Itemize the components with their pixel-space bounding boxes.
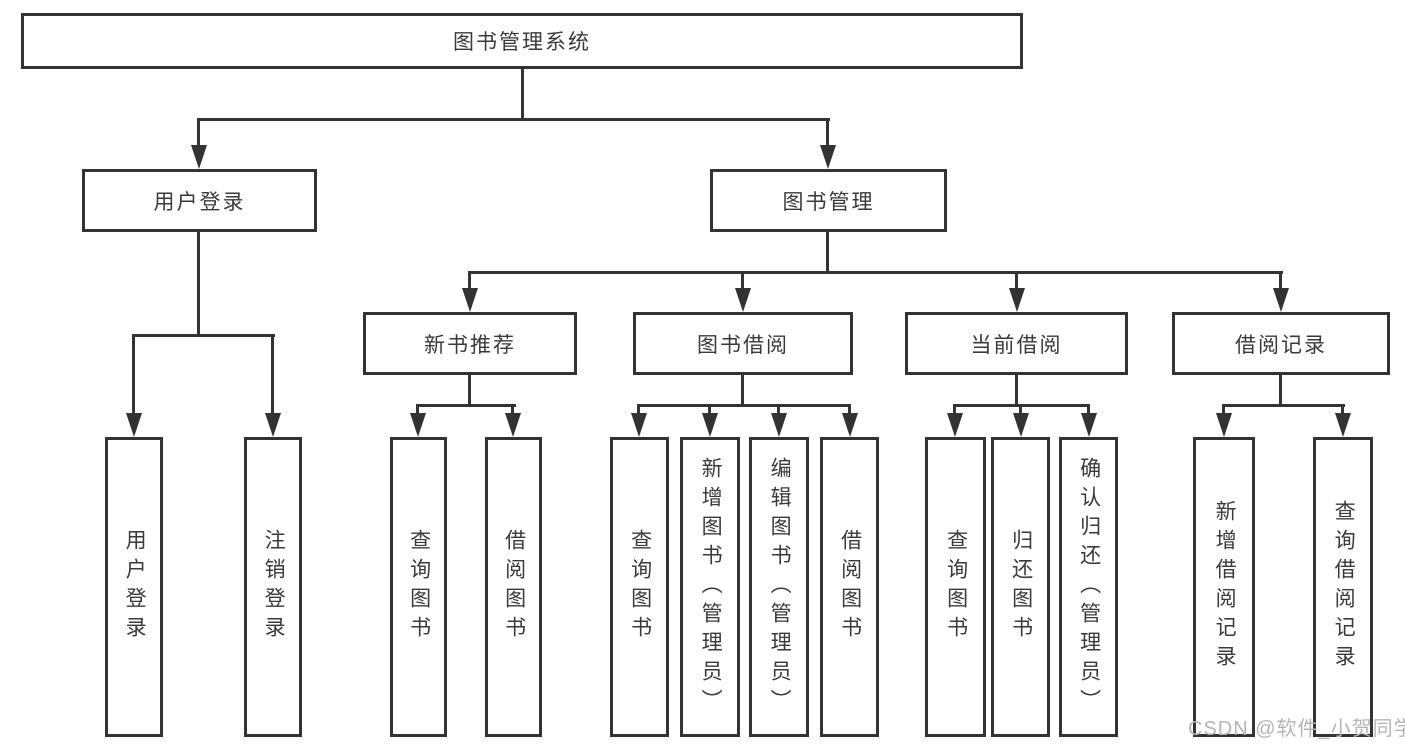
connector-drop-current-borrow <box>1015 271 1018 291</box>
leaf-label: 借阅图书 <box>502 529 526 645</box>
node-label: 当前借阅 <box>970 333 1063 357</box>
leaf-edit-books-admin: 编辑图书（管理员） <box>749 437 809 737</box>
arrow-down-icon <box>410 413 426 437</box>
connector-drop-leaf <box>637 404 640 416</box>
connector-drop-leaf <box>953 404 956 416</box>
arrow-down-icon <box>771 413 787 437</box>
leaf-label: 归还图书 <box>1009 529 1033 645</box>
connector-group-stem <box>741 375 744 407</box>
leaf-query-borrow-record: 查询借阅记录 <box>1313 437 1373 737</box>
connector-drop-borrow-records <box>1279 271 1282 291</box>
leaf-logout: 注销登录 <box>244 437 302 737</box>
arrow-down-icon <box>1335 413 1351 437</box>
connector-drop-new-book <box>468 271 471 291</box>
connector-group-split <box>416 404 516 407</box>
connector-group-stem <box>1279 375 1282 407</box>
leaf-label: 查询图书 <box>407 529 431 645</box>
connector-drop-leaf <box>1019 404 1022 416</box>
node-label: 图书管理 <box>782 190 875 214</box>
connector-drop-user-login <box>197 118 200 148</box>
arrow-down-icon <box>126 413 142 437</box>
connector-user-login-split <box>132 334 275 337</box>
arrow-down-icon <box>842 413 858 437</box>
connector-drop-leaf <box>511 404 514 416</box>
leaf-label: 借阅图书 <box>838 529 862 645</box>
leaf-confirm-return-admin: 确认归还（管理员） <box>1059 437 1118 737</box>
leaf-query-books-borrowing: 查询图书 <box>610 437 669 737</box>
node-new-book-recommendation: 新书推荐 <box>363 312 577 375</box>
leaf-label: 注销登录 <box>262 529 286 645</box>
connector-level2-split <box>468 271 1283 274</box>
connector-drop-leaf <box>777 404 780 416</box>
leaf-add-borrow-record: 新增借阅记录 <box>1193 437 1255 737</box>
connector-drop-leaf <box>1087 404 1090 416</box>
arrow-down-icon <box>820 145 836 169</box>
connector-drop-leaf <box>271 334 274 416</box>
arrow-down-icon <box>1013 413 1029 437</box>
leaf-query-books-recommend: 查询图书 <box>390 437 447 737</box>
leaf-user-login: 用户登录 <box>105 437 163 737</box>
connector-group-split <box>1222 404 1345 407</box>
node-label: 图书管理系统 <box>453 31 591 54</box>
leaf-borrow-books-recommend: 借阅图书 <box>485 437 542 737</box>
leaf-label: 查询图书 <box>944 529 968 645</box>
arrow-down-icon <box>947 413 963 437</box>
connector-level1-split <box>197 118 830 121</box>
node-user-login: 用户登录 <box>82 169 317 232</box>
arrow-down-icon <box>1273 288 1289 312</box>
node-label: 新书推荐 <box>424 333 516 357</box>
node-book-management: 图书管理 <box>710 169 947 232</box>
leaf-label: 新增图书（管理员） <box>699 456 723 718</box>
leaf-label: 新增借阅记录 <box>1213 500 1237 674</box>
arrow-down-icon <box>1009 288 1025 312</box>
connector-group-stem <box>468 375 471 407</box>
leaf-label: 确认归还（管理员） <box>1077 456 1101 718</box>
arrow-down-icon <box>505 413 521 437</box>
leaf-label: 编辑图书（管理员） <box>768 456 792 718</box>
connector-group-stem <box>1015 375 1018 407</box>
node-label: 借阅记录 <box>1235 333 1327 357</box>
connector-drop-leaf <box>1222 404 1225 416</box>
node-label: 用户登录 <box>153 190 246 214</box>
connector-drop-leaf <box>416 404 419 416</box>
node-library-management-system: 图书管理系统 <box>21 13 1023 69</box>
connector-drop-book-management <box>826 118 829 148</box>
connector-root-stem <box>521 69 524 120</box>
connector-drop-leaf <box>1341 404 1344 416</box>
csdn-watermark: CSDN @软件_小贺同学 <box>1188 718 1405 740</box>
leaf-add-books-admin: 新增图书（管理员） <box>680 437 740 737</box>
connector-user-login-stem <box>197 232 200 337</box>
leaf-borrow-books-borrowing: 借阅图书 <box>820 437 879 737</box>
connector-book-management-stem <box>826 232 829 274</box>
arrow-down-icon <box>1081 413 1097 437</box>
arrow-down-icon <box>631 413 647 437</box>
arrow-down-icon <box>462 288 478 312</box>
arrow-down-icon <box>1216 413 1232 437</box>
leaf-return-books: 归还图书 <box>991 437 1050 737</box>
connector-drop-book-borrow <box>741 271 744 291</box>
connector-drop-leaf <box>708 404 711 416</box>
leaf-label: 查询图书 <box>628 529 652 645</box>
node-book-borrowing: 图书借阅 <box>633 312 853 375</box>
node-borrowing-records: 借阅记录 <box>1172 312 1390 375</box>
connector-drop-leaf <box>132 334 135 416</box>
connector-group-split <box>637 404 851 407</box>
leaf-label: 用户登录 <box>123 529 147 645</box>
leaf-query-books-current: 查询图书 <box>925 437 986 737</box>
arrow-down-icon <box>265 413 281 437</box>
connector-drop-leaf <box>848 404 851 416</box>
arrow-down-icon <box>702 413 718 437</box>
arrow-down-icon <box>735 288 751 312</box>
node-current-borrowing: 当前借阅 <box>905 312 1128 375</box>
arrow-down-icon <box>191 145 207 169</box>
node-label: 图书借阅 <box>697 333 789 357</box>
leaf-label: 查询借阅记录 <box>1332 500 1356 674</box>
